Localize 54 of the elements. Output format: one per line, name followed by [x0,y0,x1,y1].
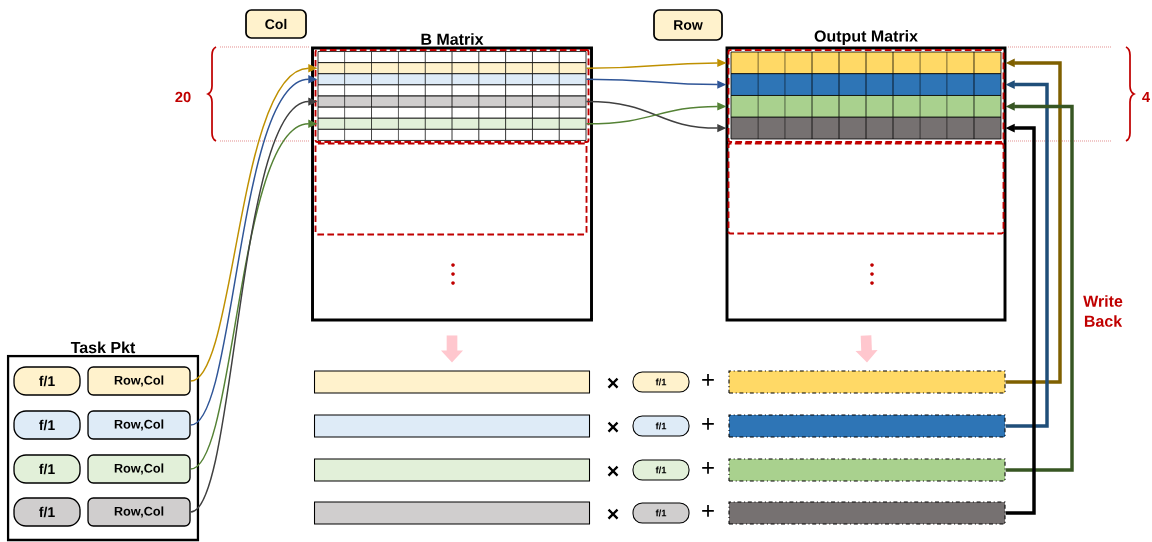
result-bar [728,458,1006,482]
vector-bar [313,414,591,438]
vector-bar [313,370,591,394]
operator-sign: + [702,374,714,386]
matrix-row [317,95,587,108]
matrix-row [317,51,587,64]
write-back-label: Write Back [1083,295,1123,327]
write-back-arrow [1005,80,1049,428]
matrix-row [317,62,587,75]
matrix-row [730,51,1002,75]
operator-sign: × [607,421,619,433]
node-label: B Matrix [421,33,484,45]
matrix-row [317,73,587,86]
result-bar [728,501,1006,525]
index-box: Row,Col [87,454,191,484]
matrix-row [730,95,1002,118]
index-box: Row,Col [87,410,191,440]
tile-outline [727,142,1005,235]
value-pill: f/1 [632,415,690,437]
index-box: Row,Col [87,497,191,527]
matrix-row [317,84,587,97]
matrix-row [317,106,587,119]
result-bar [728,370,1006,394]
matrix-row [730,73,1002,96]
index-box: Row,Col [87,366,191,396]
result-bar [728,414,1006,438]
operator-sign: × [607,508,619,520]
value-pill: f/1 [13,366,81,396]
dimension-label: 4 [1142,91,1150,103]
value-pill: f/1 [632,459,690,481]
vector-bar [313,501,591,525]
node-label: Output Matrix [814,30,918,45]
value-pill: f/1 [632,371,690,393]
write-back-arrow [1005,102,1074,472]
tile-outline [727,49,1005,143]
matrix-row [730,116,1002,140]
vector-bar [313,458,591,482]
tag-box: Col [245,9,307,39]
operator-sign: × [607,465,619,477]
operator-sign: + [702,418,714,430]
value-pill: f/1 [13,454,81,484]
operator-sign: + [702,505,714,517]
tile-outline [314,49,590,143]
operator-sign: × [607,377,619,389]
dimension-label: 20 [175,91,191,103]
tile-outline [314,142,588,236]
matrix-row [317,117,587,130]
matrix-row [317,128,587,141]
value-pill: f/1 [13,497,81,527]
operator-sign: + [702,462,714,474]
value-pill: f/1 [632,502,690,524]
value-pill: f/1 [13,410,81,440]
node-label: Task Pkt [70,341,136,354]
tag-box: Row [653,9,723,41]
